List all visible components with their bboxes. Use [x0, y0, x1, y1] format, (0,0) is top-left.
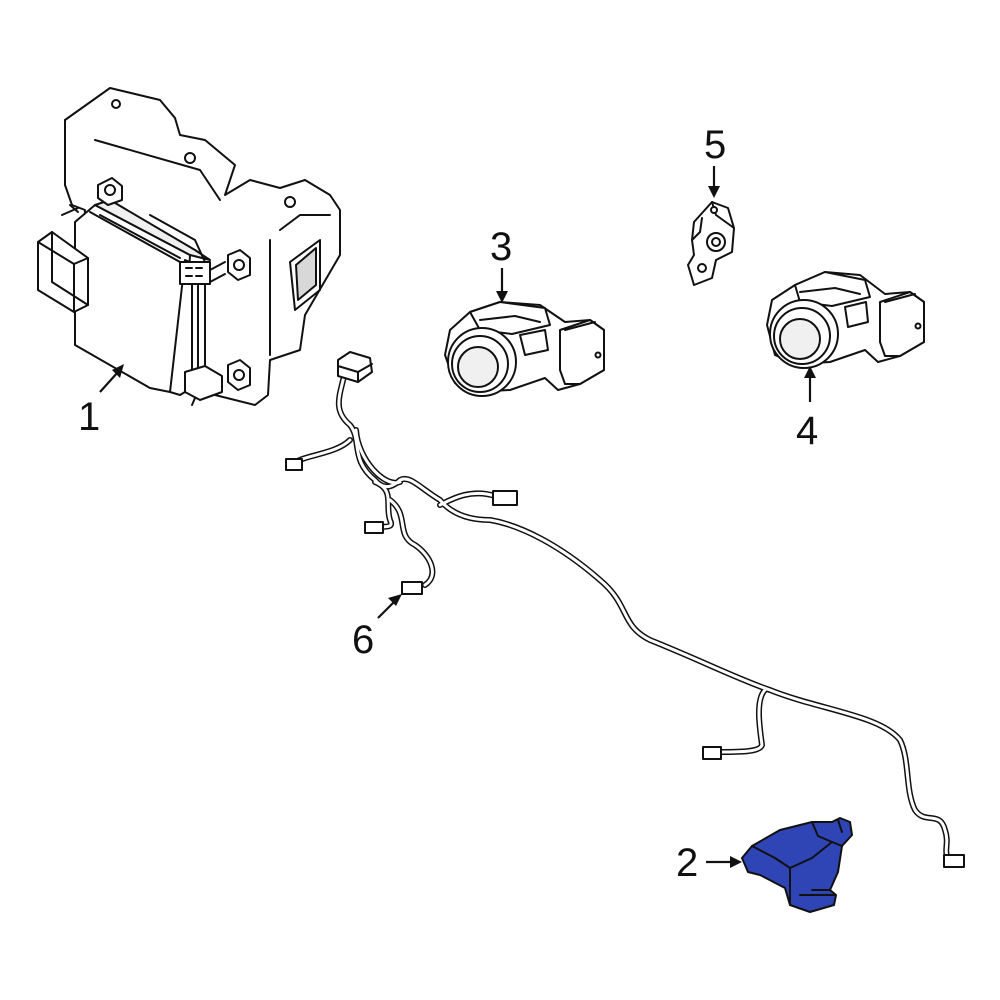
- part-6-wiring-harness[interactable]: [285, 351, 965, 868]
- part-3-sensor[interactable]: [444, 301, 605, 397]
- part-1-control-module[interactable]: [37, 87, 341, 406]
- part-2-sensor-highlighted[interactable]: [741, 817, 853, 913]
- callout-label-2: 2: [676, 841, 698, 885]
- callout-label-5: 5: [704, 123, 726, 167]
- callout-4: 4: [796, 366, 818, 453]
- callout-1: 1: [78, 364, 124, 439]
- part-5-bracket[interactable]: [687, 201, 735, 286]
- callout-label-1: 1: [78, 395, 100, 439]
- callout-5: 5: [704, 123, 726, 198]
- callout-2: 2: [676, 841, 742, 885]
- part-4-sensor[interactable]: [766, 271, 925, 369]
- callout-3: 3: [490, 225, 512, 303]
- callout-label-4: 4: [796, 409, 818, 453]
- callout-6: 6: [352, 594, 402, 662]
- callout-label-3: 3: [490, 225, 512, 269]
- callout-label-6: 6: [352, 618, 374, 662]
